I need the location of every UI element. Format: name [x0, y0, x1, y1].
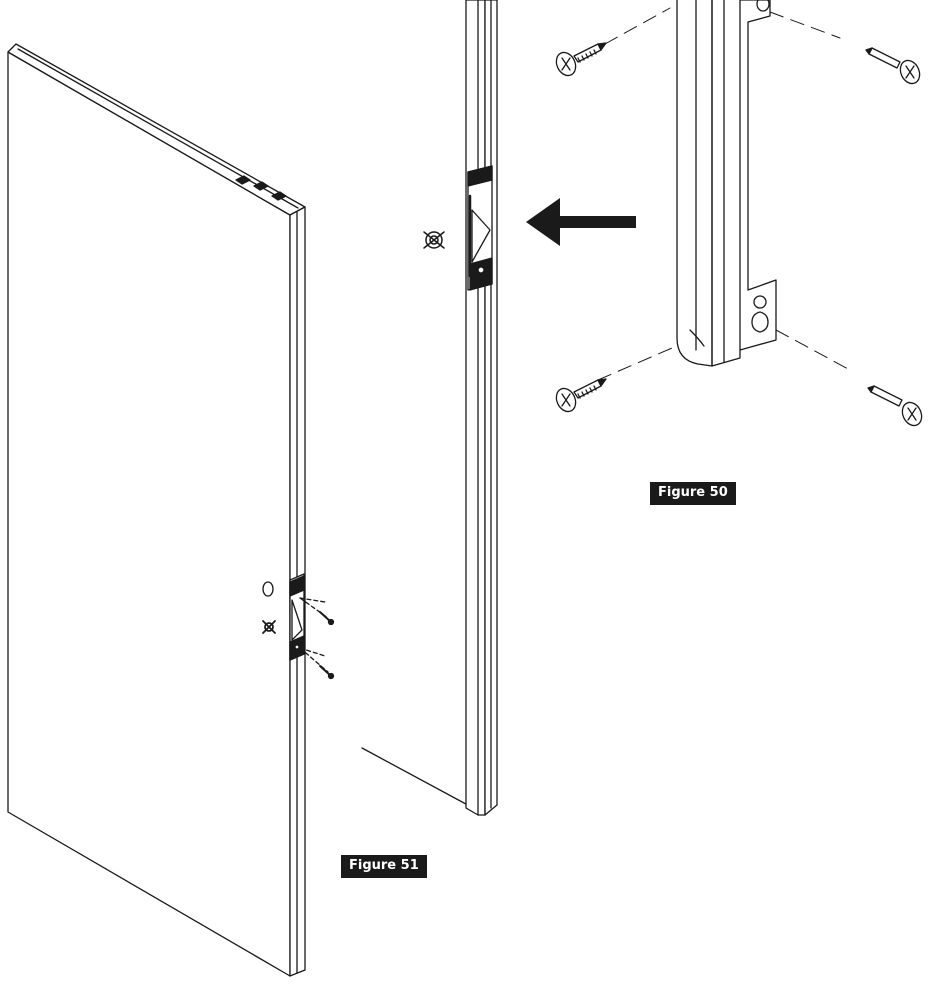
- door-screw-heads: [319, 611, 335, 680]
- figure-51-label: Figure 51: [341, 855, 427, 878]
- wood-screw-bottom: [867, 385, 923, 427]
- wood-screw-top: [865, 47, 921, 85]
- drill-screw-top: [555, 42, 607, 77]
- post-bracket: [467, 165, 493, 291]
- door-panel: [7, 43, 306, 977]
- door-bracket-small: [289, 573, 305, 661]
- top-hinge-cutouts: [235, 175, 287, 201]
- arrow-left-icon: [526, 198, 636, 246]
- bracket-detail: [676, 0, 777, 367]
- post-lock-part: [423, 231, 445, 249]
- drill-screw-bottom: [555, 378, 607, 413]
- figure-50-label: Figure 50: [650, 482, 736, 505]
- door-lock-parts: [262, 581, 276, 634]
- assembly-lines: [597, 7, 851, 381]
- vertical-post: [361, 0, 498, 816]
